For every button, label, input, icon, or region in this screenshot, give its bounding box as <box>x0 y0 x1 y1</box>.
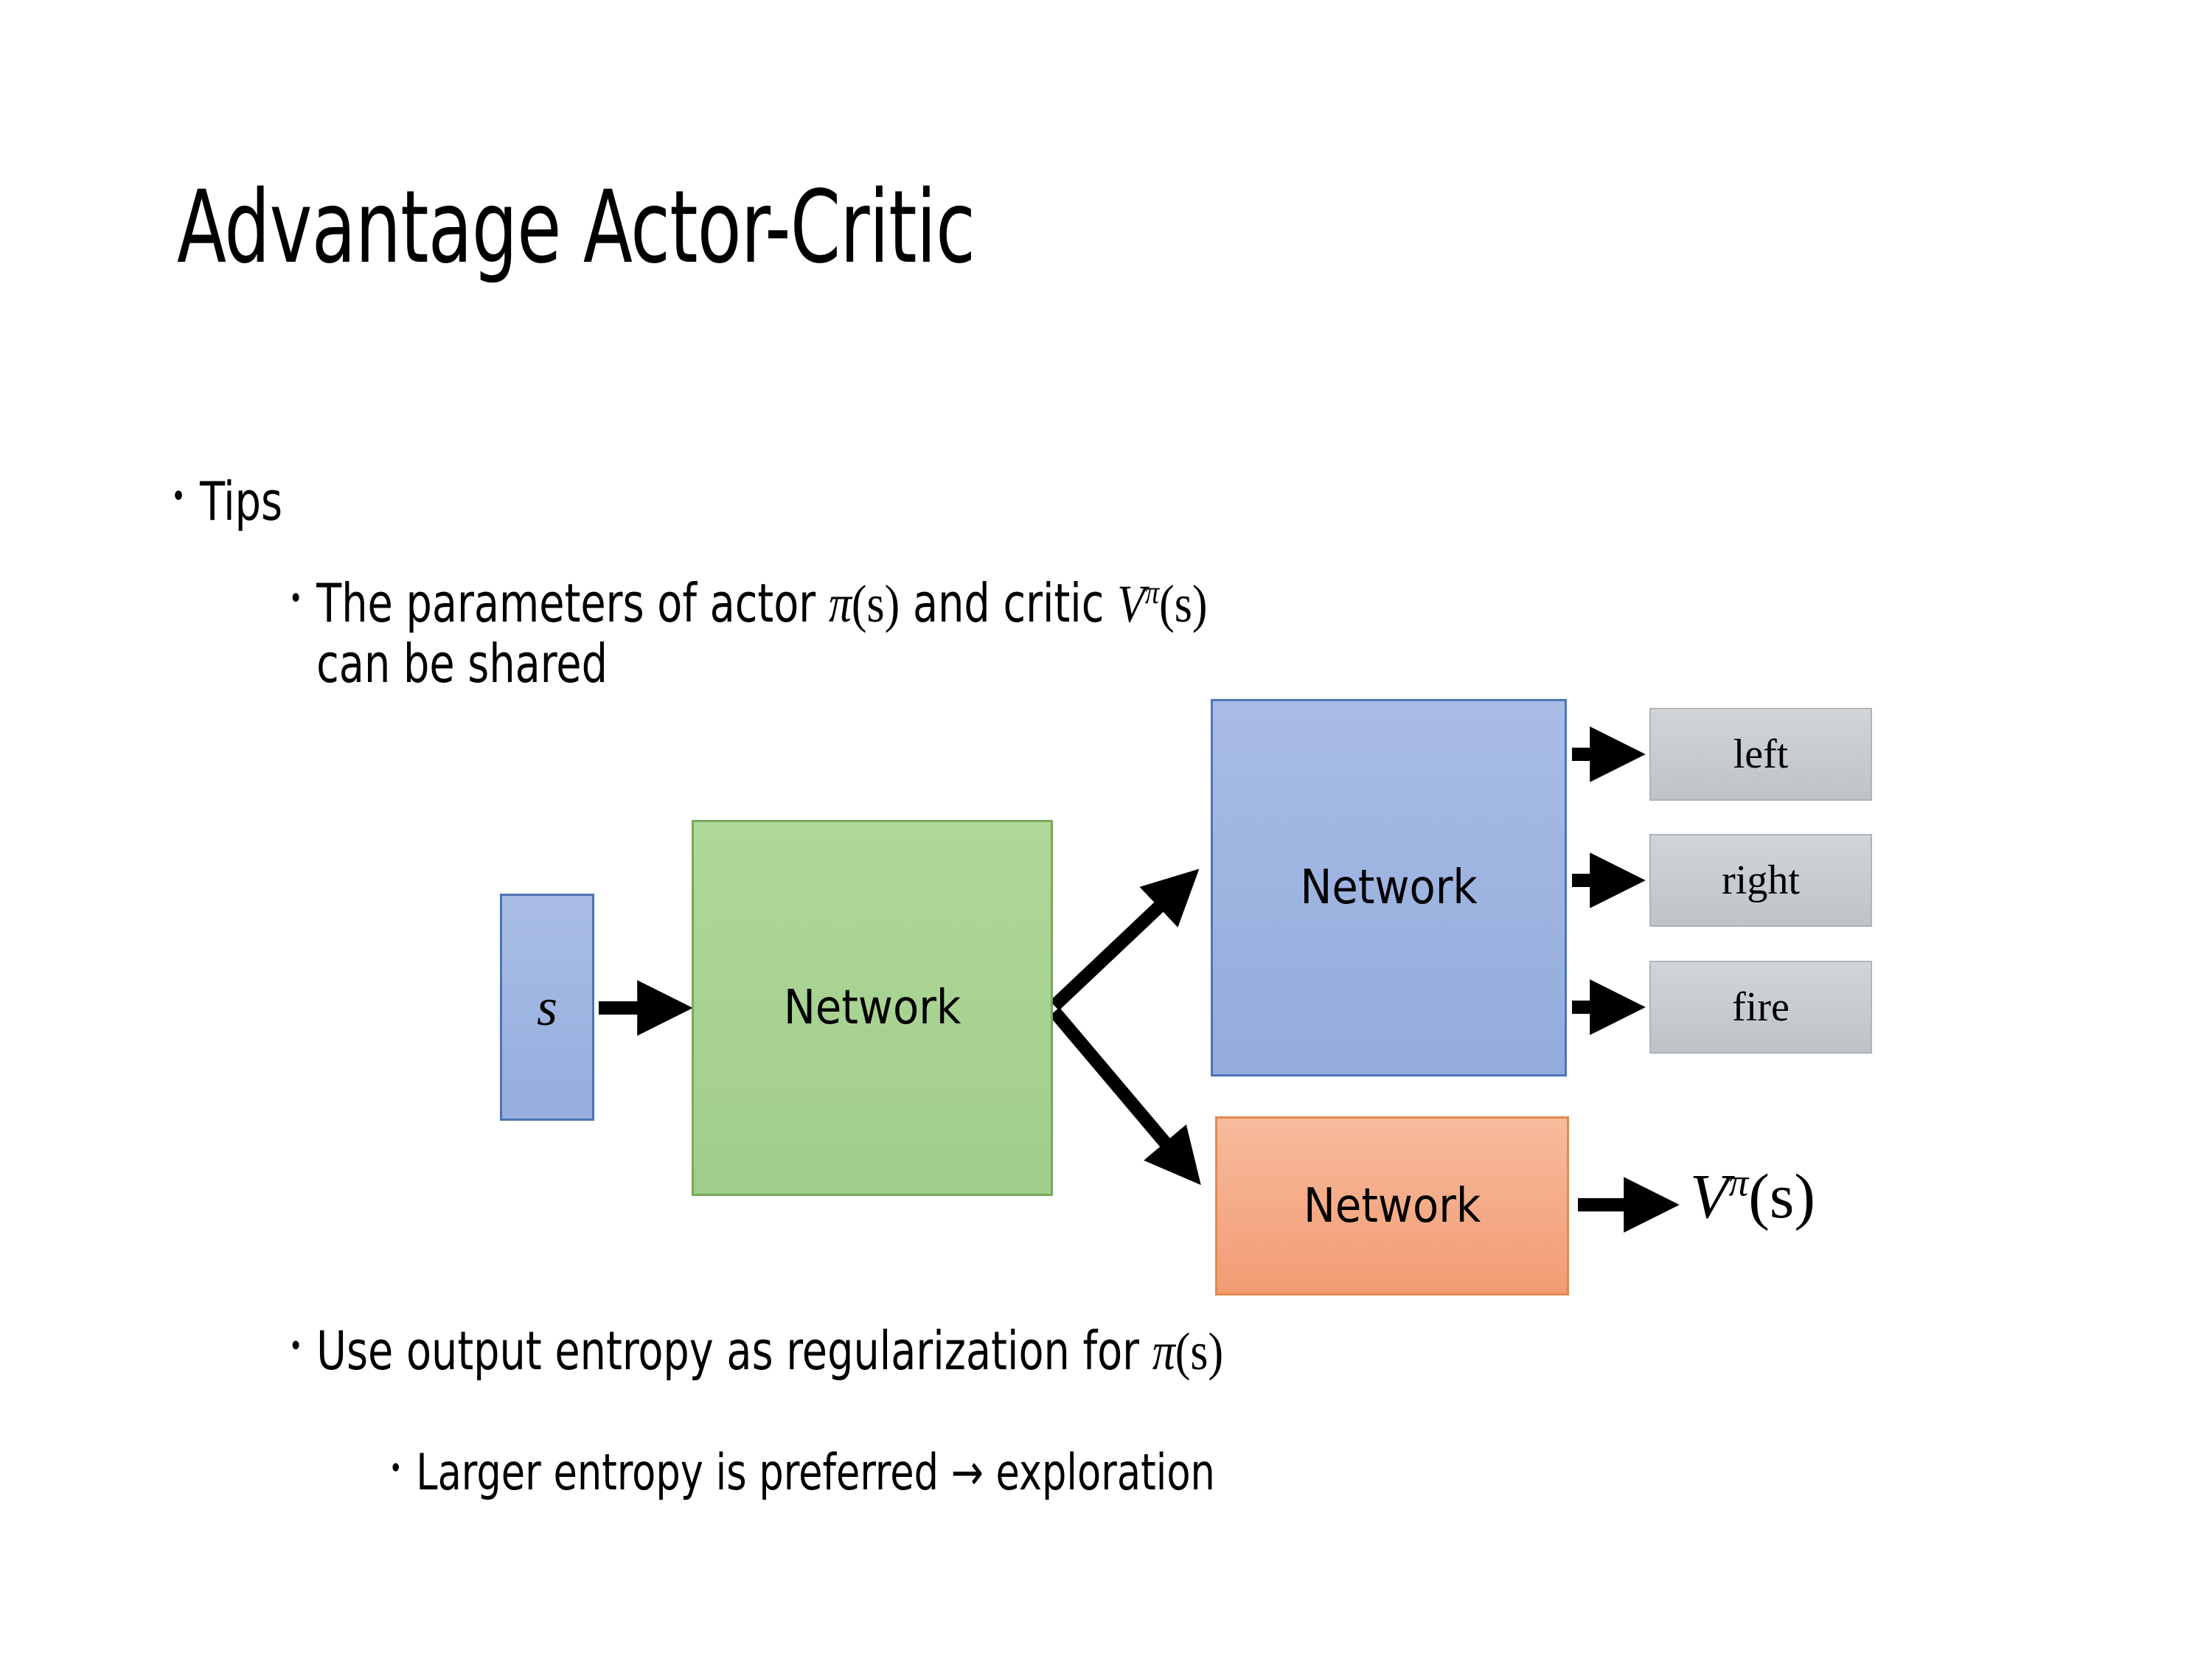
arrow-shared-to-critic <box>1049 1007 1201 1186</box>
critic-output-base: V <box>1690 1161 1729 1231</box>
entropy-text: Use output entropy as regularization for <box>316 1320 1152 1382</box>
shared-network-node: Network <box>692 820 1053 1196</box>
page-title: Advantage Actor-Critic <box>177 170 975 286</box>
action-node-right: right <box>1649 834 1872 927</box>
actor-network-node: Network <box>1211 699 1567 1077</box>
arrow-shared-to-actor <box>1049 869 1200 1011</box>
bullet-entropy-label: Use output entropy as regularization for… <box>316 1321 1223 1382</box>
bullet-shared-parameters: • The parameters of actor π(s) and criti… <box>289 574 1826 693</box>
bullet-dot-icon: • <box>389 1452 403 1484</box>
shared-text-line2: can be shared <box>316 632 608 695</box>
input-state-label: s <box>536 978 558 1037</box>
action-node-fire: fire <box>1649 961 1872 1054</box>
bullet-shared-label: The parameters of actor π(s) and critic … <box>316 574 1826 693</box>
bullet-dot-icon: • <box>171 478 187 515</box>
actor-network-label: Network <box>1300 860 1478 915</box>
bullet-tips: • Tips <box>171 472 282 532</box>
bullet-tips-label: Tips <box>200 470 282 532</box>
bullet-dot-icon: • <box>289 1329 303 1363</box>
critic-network-label: Network <box>1303 1178 1481 1234</box>
bullet-dot-icon: • <box>289 582 303 616</box>
critic-network-node: Network <box>1215 1116 1569 1295</box>
action-fire-label: fire <box>1732 984 1790 1030</box>
action-node-left: left <box>1649 708 1872 801</box>
shared-text-prefix: The parameters of actor <box>316 572 829 634</box>
shared-text-middle: and critic <box>900 572 1118 634</box>
critic-output-label: Vπ(s) <box>1690 1159 1815 1233</box>
bullet-larger-entropy: • Larger entropy is preferred → explorat… <box>389 1444 1215 1502</box>
shared-network-label: Network <box>783 981 961 1035</box>
math-pi: π(s) <box>1152 1322 1224 1381</box>
input-state-node: s <box>500 894 594 1121</box>
math-actor-pi: π(s) <box>828 574 900 633</box>
action-left-label: left <box>1733 731 1789 777</box>
bullet-entropy-regularization: • Use output entropy as regularization f… <box>289 1321 1223 1382</box>
bullet-explore-label: Larger entropy is preferred → exploratio… <box>416 1444 1215 1502</box>
action-right-label: right <box>1722 858 1800 903</box>
math-critic-v: Vπ(s) <box>1117 574 1208 633</box>
critic-output-superscript: π <box>1728 1160 1749 1205</box>
critic-output-argument: (s) <box>1748 1161 1816 1231</box>
